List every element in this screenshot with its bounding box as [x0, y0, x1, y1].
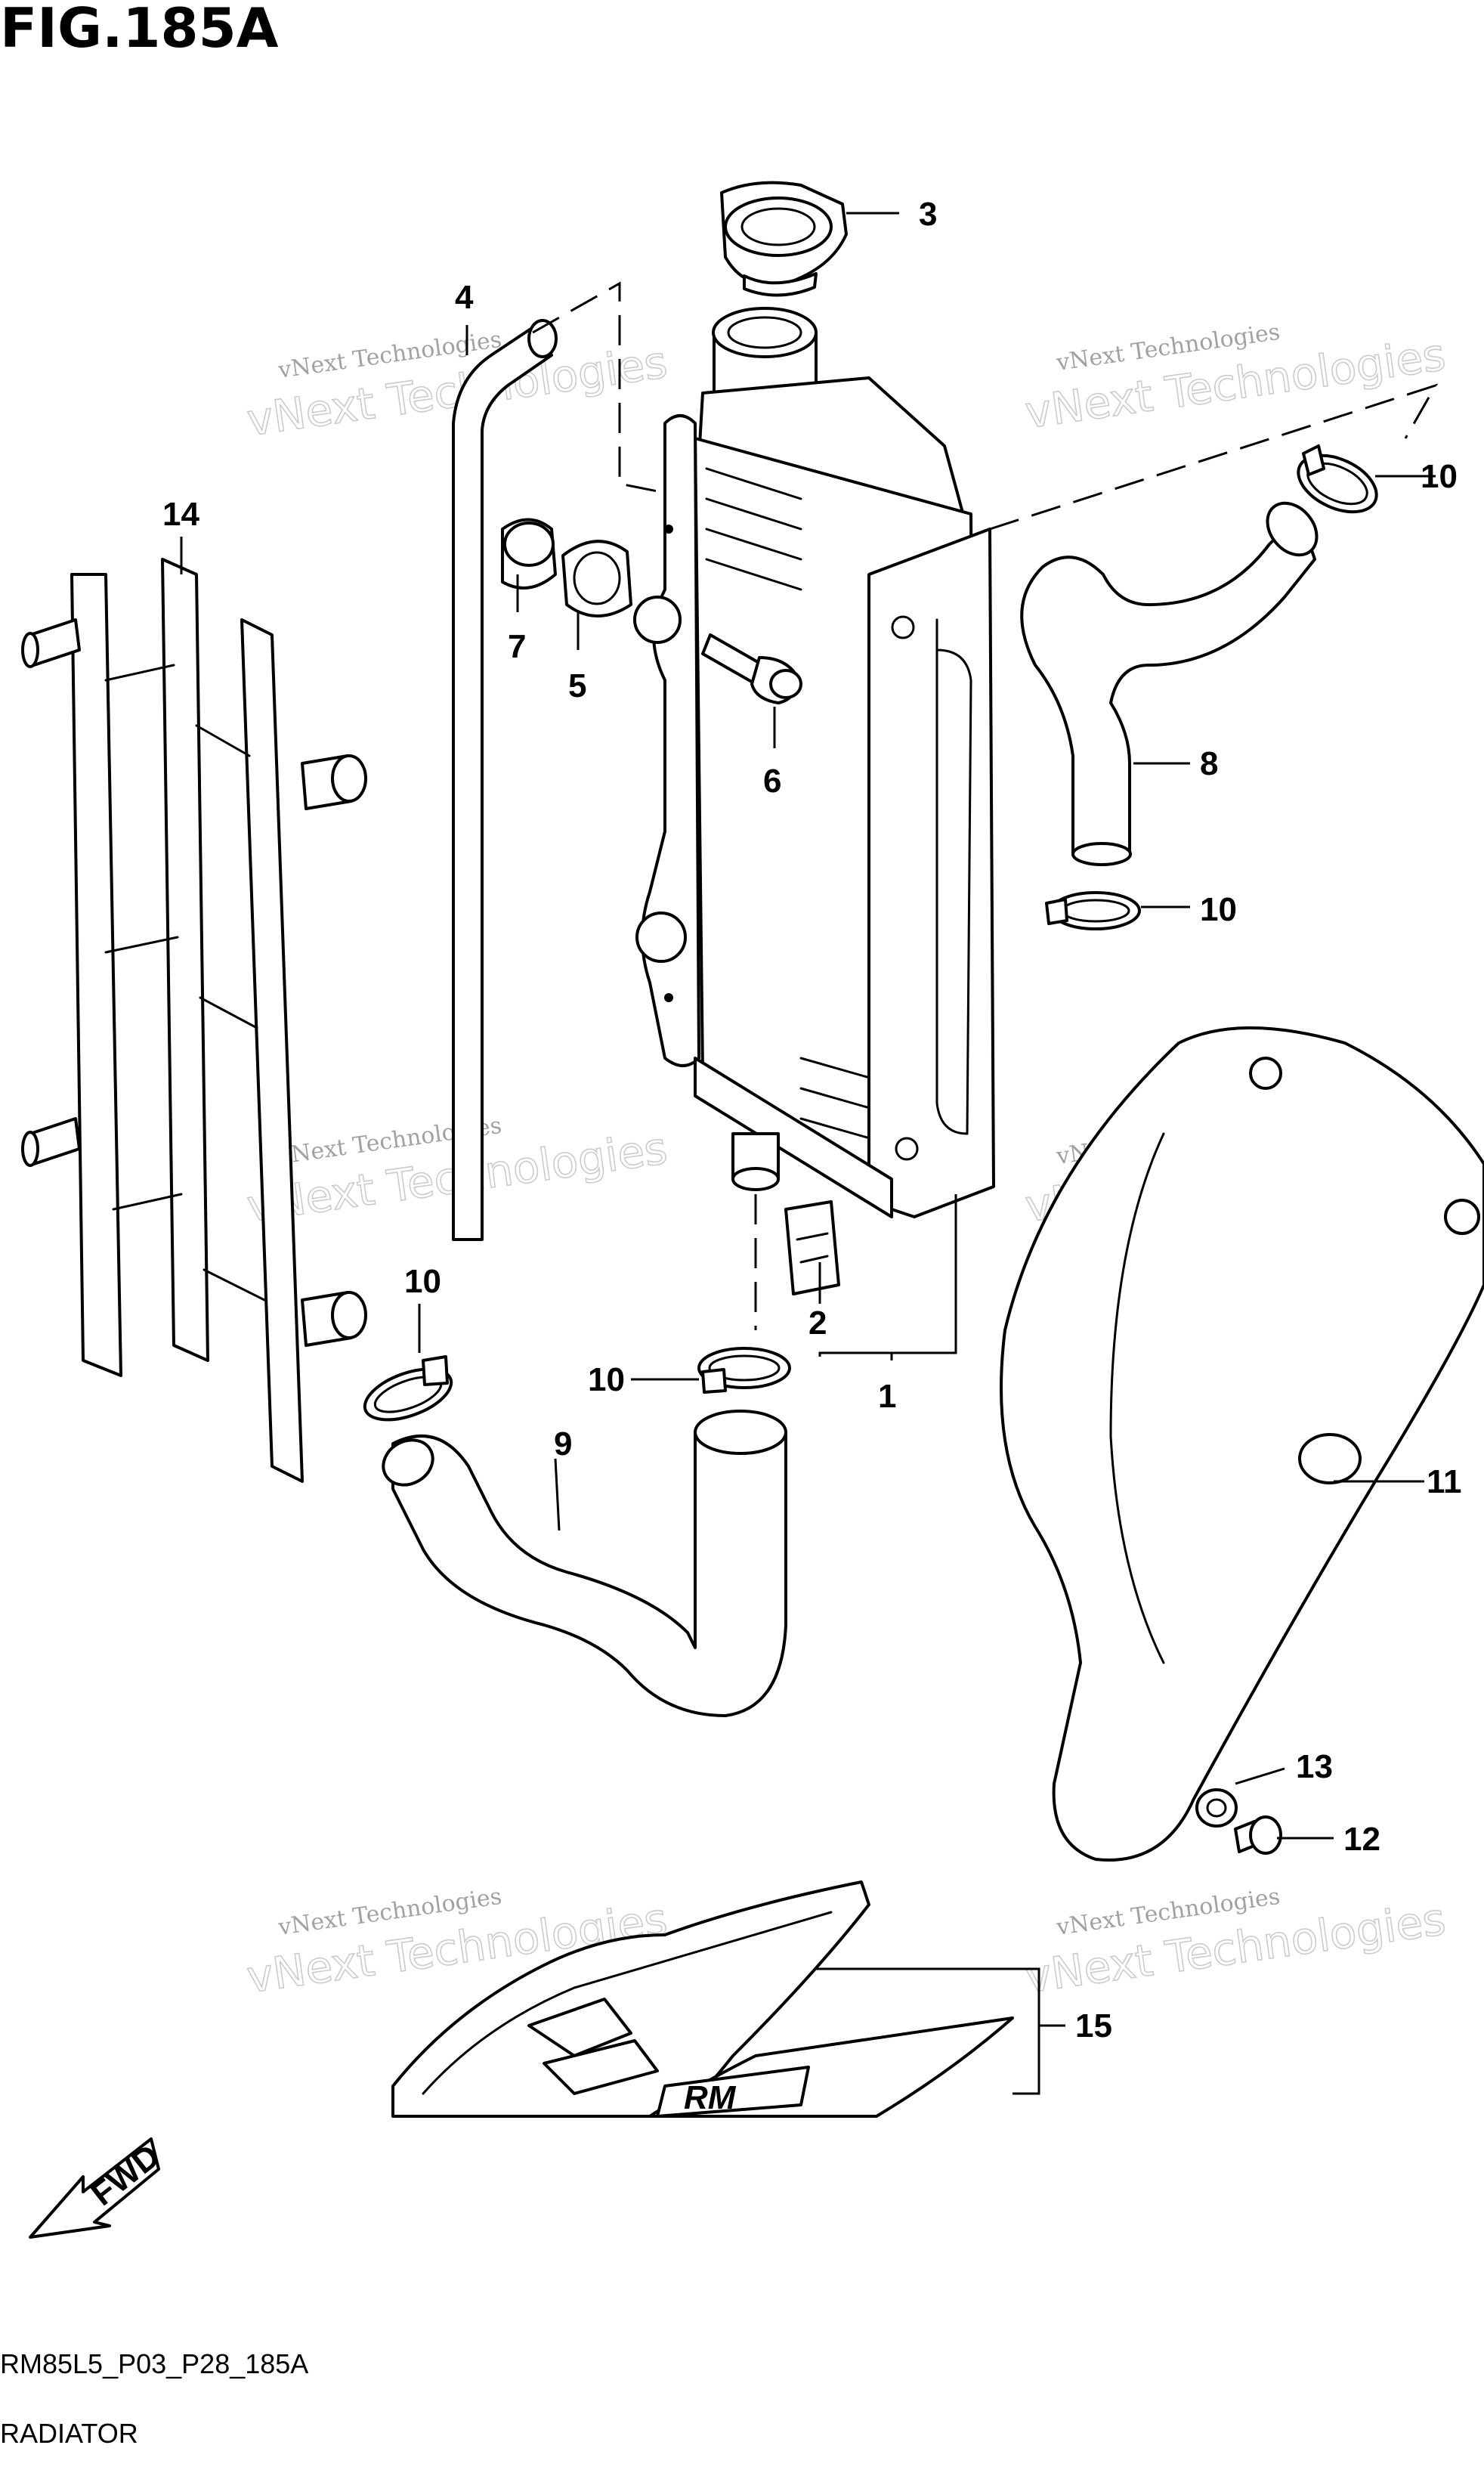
callout-washer: 13 — [1296, 1748, 1333, 1785]
callout-clamp-left: 10 — [404, 1263, 441, 1300]
callout-collar: 7 — [508, 628, 526, 665]
callout-clip: 2 — [808, 1305, 827, 1342]
leader-lines — [180, 212, 1436, 2095]
dashed-guides — [532, 281, 1439, 1330]
upper-hose — [1020, 501, 1319, 866]
hose-clamp-upper-right — [1297, 444, 1378, 514]
callout-grommet: 5 — [568, 667, 586, 704]
callout-numbers: 3 4 10 14 7 5 6 8 10 10 2 10 1 9 11 13 1… — [162, 196, 1462, 2044]
shroud-badge: RM — [656, 2066, 810, 2118]
callout-bolt: 6 — [763, 763, 781, 800]
callout-shroud: 11 — [1427, 1463, 1462, 1500]
figure-code: RM85L5_P03_P28_185A — [0, 2348, 308, 2379]
callout-lower-hose: 9 — [554, 1425, 572, 1462]
callout-radiator-assy: 1 — [878, 1378, 896, 1415]
callout-radiator-guard: 14 — [162, 496, 199, 533]
shroud-logo — [527, 1998, 659, 2095]
callout-clamp-center: 10 — [588, 1361, 625, 1398]
grommet — [561, 540, 632, 617]
rm-badge-text: RM — [684, 2079, 737, 2116]
callout-clamp-upper-right: 10 — [1421, 458, 1458, 495]
collar — [501, 518, 557, 590]
callout-upper-hose: 8 — [1200, 745, 1218, 782]
forward-arrow: FWD — [29, 2137, 167, 2239]
hose-clamp-center — [697, 1347, 791, 1394]
callout-decal-set: 15 — [1075, 2007, 1112, 2044]
hose-clamp-mid-right — [1045, 891, 1141, 930]
figure-title: FIG.185A — [0, 0, 279, 60]
clip — [784, 1200, 840, 1295]
callout-screw: 12 — [1343, 1821, 1380, 1858]
washer — [1195, 1788, 1238, 1828]
breather-hose — [452, 319, 558, 1241]
lower-hose — [382, 1410, 787, 1717]
screw — [1234, 1815, 1282, 1855]
radiator — [633, 307, 995, 1218]
hose-clamp-left — [363, 1355, 453, 1422]
callout-breather-hose: 4 — [455, 279, 474, 316]
callout-clamp-mid-right: 10 — [1200, 891, 1237, 928]
bolt — [701, 633, 802, 704]
radiator-cap — [720, 181, 848, 297]
decal-set: RM — [391, 1880, 1014, 2118]
shroud — [1000, 1026, 1484, 1862]
radiator-guard — [21, 558, 367, 1483]
callout-radiator-cap: 3 — [919, 196, 937, 233]
figure-caption: RADIATOR — [0, 2418, 138, 2449]
